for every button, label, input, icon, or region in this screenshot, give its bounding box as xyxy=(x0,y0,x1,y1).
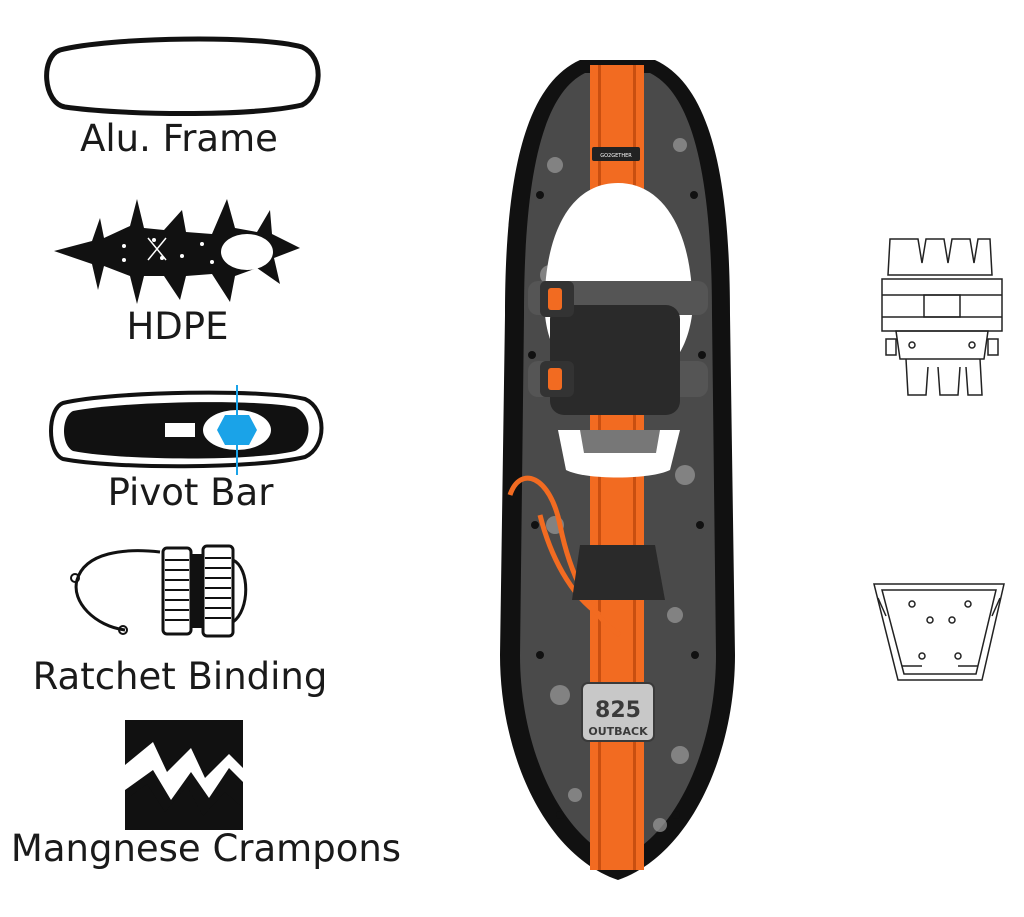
feature-label-crampons: Mangnese Crampons xyxy=(10,827,402,870)
feature-label-ratchet: Ratchet Binding xyxy=(32,655,328,698)
crampon-icon xyxy=(125,720,243,830)
snowshoe-badge-name: OUTBACK xyxy=(588,725,648,738)
pivot-bar-icon xyxy=(49,385,324,475)
snowshoe-brand: GO2GETHER xyxy=(600,153,632,159)
feature-label-pivot: Pivot Bar xyxy=(107,471,274,514)
frame-outline-icon xyxy=(44,36,321,116)
feature-label-frame: Alu. Frame xyxy=(80,117,278,160)
feature-label-hdpe: HDPE xyxy=(126,305,229,348)
snowshoe-product: GO2GETHER 825 OUTBACK xyxy=(500,60,735,880)
heel-plate-drawing-icon xyxy=(873,583,1005,681)
ratchet-binding-icon xyxy=(70,544,248,638)
binding-plate-drawing-icon xyxy=(881,238,1003,396)
snowshoe-badge-number: 825 xyxy=(595,698,641,723)
hdpe-deck-icon xyxy=(54,199,300,304)
